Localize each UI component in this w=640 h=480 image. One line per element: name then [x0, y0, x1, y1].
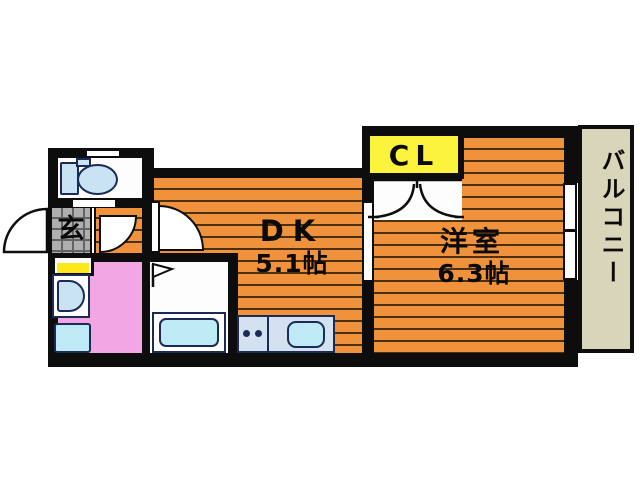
- western-room-size: 6.3帖: [437, 259, 511, 288]
- bathroom-door-flag-icon: [151, 262, 176, 287]
- entrance-label: 玄: [57, 214, 85, 245]
- balcony-window-divider: [563, 229, 577, 232]
- kitchen-counter-divider: [267, 317, 269, 351]
- toilet-window: [86, 150, 120, 157]
- dk-room-label: DK: [259, 214, 325, 248]
- balcony-label: バルコニー: [597, 148, 625, 288]
- western-room-floor: [374, 138, 564, 355]
- closet-box: [370, 136, 458, 173]
- closet-curtain-icon: [368, 175, 464, 219]
- dk-room-size: 5.1帖: [255, 249, 329, 278]
- washing-machine-icon: [54, 323, 91, 353]
- hall-door-swing-icon: [99, 215, 138, 254]
- stove-burner-icon: [243, 330, 250, 337]
- dk-door-swing-icon: [158, 204, 205, 251]
- toilet-bowl-icon: [77, 164, 118, 195]
- entry-door-swing-icon: [2, 207, 49, 254]
- balcony-area: [578, 125, 634, 353]
- dk-top-wall: [150, 168, 364, 178]
- western-room-label: 洋室: [439, 225, 504, 258]
- partition-doorway: [362, 203, 374, 280]
- entrance-step-yellow: [57, 263, 89, 273]
- entrance-tiles: [52, 208, 90, 253]
- kitchen-sink-icon: [287, 321, 325, 348]
- sink-icon: [57, 280, 85, 312]
- toilet-door-opening: [72, 199, 116, 208]
- bathtub-icon: [159, 318, 219, 347]
- toilet-flush-icon: [76, 158, 91, 167]
- stove-burner-icon: [255, 330, 262, 337]
- right-wall-upper: [564, 126, 578, 183]
- closet-label: CL: [388, 139, 440, 172]
- dk-door-leaf-icon: [150, 201, 160, 253]
- partition-lower: [362, 280, 374, 355]
- right-wall-lower: [564, 280, 578, 367]
- entrance-step-line: [90, 208, 96, 253]
